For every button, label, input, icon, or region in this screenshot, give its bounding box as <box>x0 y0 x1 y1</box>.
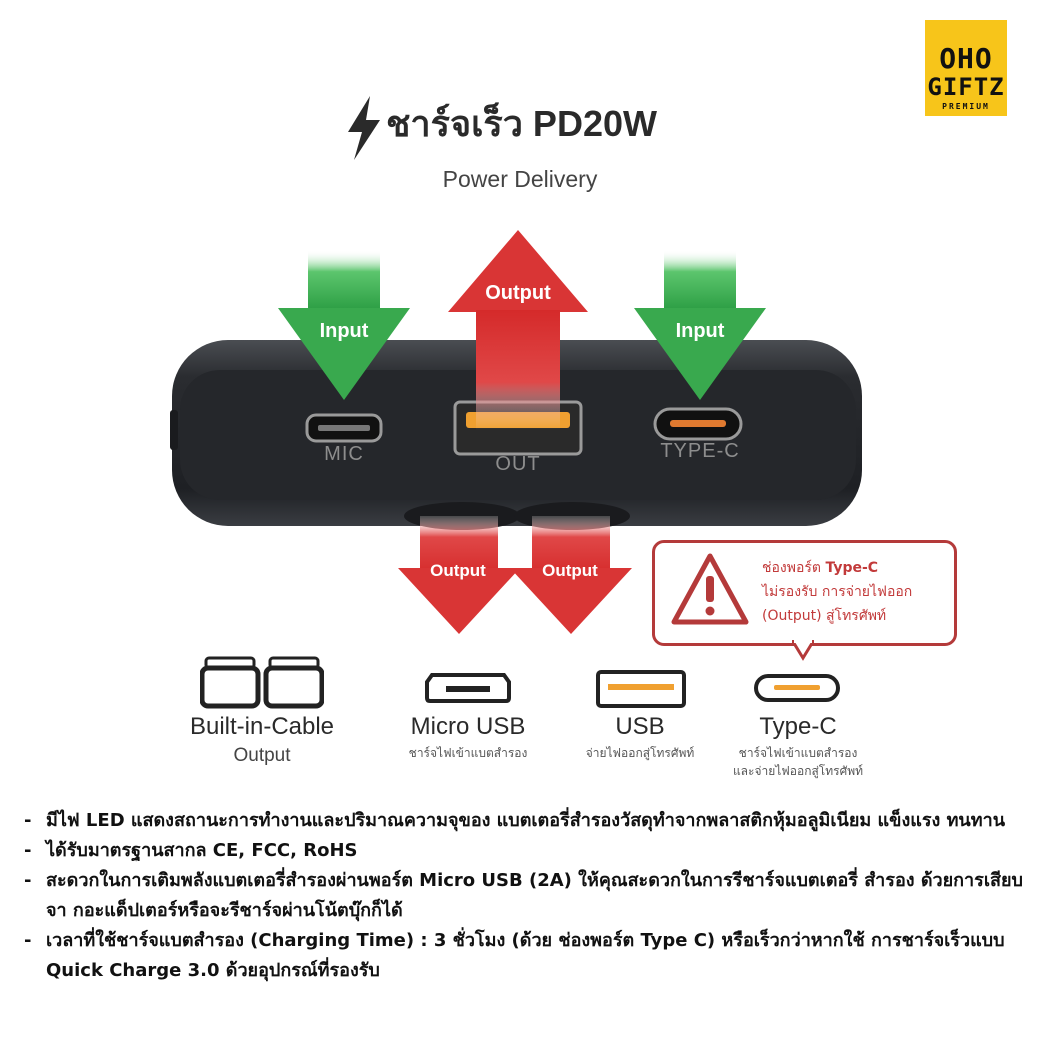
warning-triangle-icon <box>671 553 749 625</box>
input-arrow-right <box>634 250 766 400</box>
connector-title-built-in-cable: Built-in-Cable <box>189 713 335 740</box>
output-arrow-bottom-1 <box>398 516 520 634</box>
page-title: ชาร์จเร็ว PD20W <box>386 103 657 144</box>
power-bank-illustration <box>170 230 862 634</box>
input-arrow-left <box>278 250 410 400</box>
warning-line-2: ไม่รองรับ การจ่ายไฟออก <box>762 584 913 600</box>
lightning-bolt-icon <box>348 96 380 160</box>
micro-usb-icon <box>425 673 511 703</box>
warning-text: ช่องพอร์ต Type-C ไม่รองรับ การจ่ายไฟออก … <box>762 556 952 628</box>
usb-icon <box>596 670 686 708</box>
feature-text: สะดวกในการเติมพลังแบตเตอรี่สำรองผ่านพอร์… <box>46 870 1023 921</box>
built-in-cable-icon <box>200 656 324 709</box>
feature-text: ได้รับมาตรฐานสากล CE, FCC, RoHS <box>46 840 358 861</box>
type-c-port <box>653 407 743 441</box>
output-arrow-bottom-2 <box>510 516 632 634</box>
connector-title-type-c: Type-C <box>759 713 837 740</box>
connector-subtitle-micro-usb: ชาร์จไฟเข้าแบตสำรอง <box>408 746 528 760</box>
warning-line-3: (Output) สู่โทรศัพท์ <box>762 608 887 624</box>
port-label-typec: TYPE-C <box>660 440 740 462</box>
gift-bow-icon <box>925 23 1007 44</box>
port-label-out: OUT <box>495 453 541 475</box>
micro-usb-port <box>305 413 383 443</box>
feature-text: มีไฟ LED แสดงสถานะการทำงานและปริมาณความจ… <box>46 810 1006 831</box>
type-c-icon <box>754 674 840 702</box>
page-subtitle: Power Delivery <box>442 166 598 192</box>
connector-subtitle-type-c-2: และจ่ายไฟออกสู่โทรศัพท์ <box>732 764 864 778</box>
list-item: -มีไฟ LED แสดงสถานะการทำงานและปริมาณความ… <box>24 810 1006 831</box>
connector-title-usb: USB <box>615 713 665 740</box>
connector-subtitle-usb: จ่ายไฟออกสู่โทรศัพท์ <box>585 746 695 760</box>
list-item: -ได้รับมาตรฐานสากล CE, FCC, RoHS <box>24 840 358 861</box>
brand-logo: OHO GIFTZ PREMIUM <box>925 20 1007 116</box>
arrow-label-input-left: Input <box>319 320 369 342</box>
connector-subtitle-built-in-cable: Output <box>233 745 291 766</box>
arrow-label-input-right: Input <box>675 320 725 342</box>
arrow-label-output-top: Output <box>485 282 551 304</box>
arrow-label-output-bottom-2: Output <box>542 561 598 580</box>
arrow-label-output-bottom-1: Output <box>430 561 486 580</box>
logo-text-line3: PREMIUM <box>942 102 990 111</box>
warning-line-1: ช่องพอร์ต Type-C <box>762 560 879 576</box>
logo-text-line1: OHO <box>939 42 993 75</box>
list-item: -เวลาที่ใช้ชาร์จแบตสำรอง (Charging Time)… <box>24 930 1005 981</box>
port-label-mic: MIC <box>324 443 364 465</box>
connector-title-micro-usb: Micro USB <box>410 713 526 740</box>
logo-text-line2: GIFTZ <box>927 73 1005 101</box>
output-arrow-top <box>448 230 588 430</box>
feature-list: -มีไฟ LED แสดงสถานะการทำงานและปริมาณความ… <box>24 806 1024 986</box>
connector-subtitle-type-c: ชาร์จไฟเข้าแบตสำรอง <box>738 746 858 760</box>
list-item: -สะดวกในการเติมพลังแบตเตอรี่สำรองผ่านพอร… <box>24 870 1023 921</box>
feature-text: เวลาที่ใช้ชาร์จแบตสำรอง (Charging Time) … <box>46 930 1005 981</box>
callout-pointer <box>792 640 814 661</box>
